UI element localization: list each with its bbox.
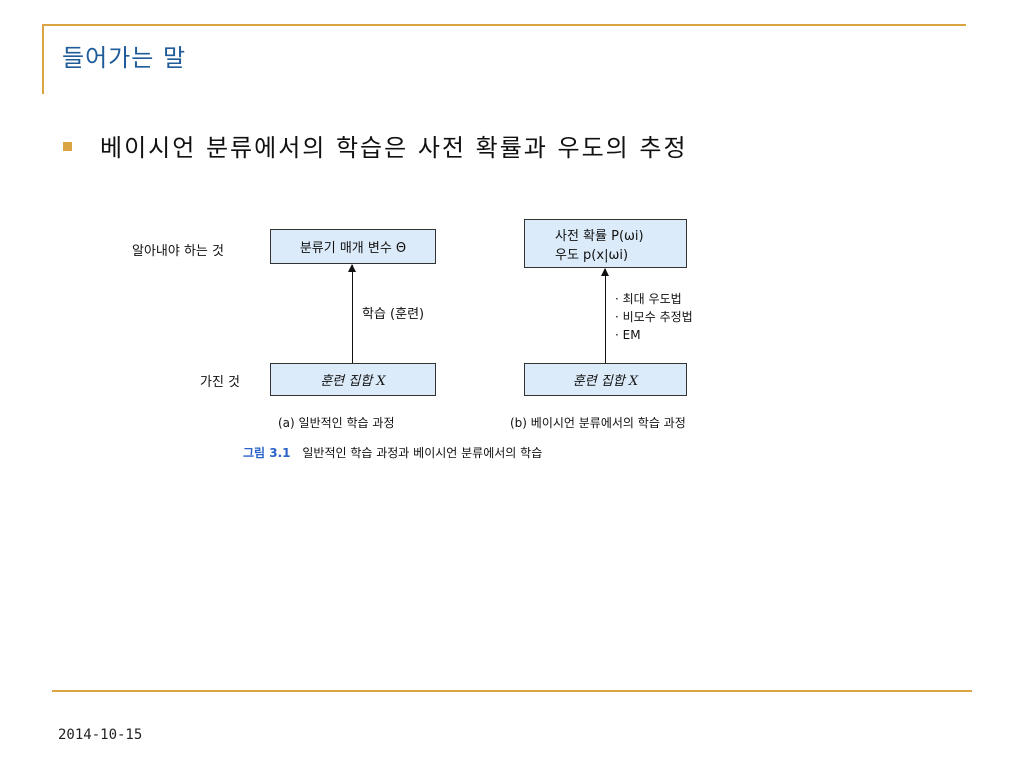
figure-caption: 그림 3.1 일반적인 학습 과정과 베이시언 분류에서의 학습 [243, 444, 542, 461]
estimation-methods-list: 최대 우도법 비모수 추정법 EM [615, 290, 693, 344]
method-item: EM [615, 326, 693, 344]
title-side-bar [42, 24, 44, 94]
right-up-arrow [601, 268, 609, 363]
left-arrow-label: 학습 (훈련) [362, 307, 425, 322]
left-box-top: 분류기 매개 변수 Θ [270, 229, 436, 264]
left-box-bottom-text: 훈련 집합 X [320, 374, 386, 389]
left-up-arrow [348, 264, 356, 363]
title-rule [42, 24, 966, 26]
right-box-top: 사전 확률 P(ωi) 우도 p(x|ωi) [524, 219, 687, 268]
slide-title: 들어가는 말 [62, 44, 187, 72]
left-caption: (a) 일반적인 학습 과정 [278, 416, 395, 430]
bullet-text: 베이시언 분류에서의 학습은 사전 확률과 우도의 추정 [100, 134, 688, 162]
title-frame: 들어가는 말 [42, 24, 966, 94]
left-label-top: 알아내야 하는 것 [132, 244, 224, 259]
method-item: 비모수 추정법 [615, 308, 693, 326]
right-box-top-line2: 우도 p(x|ωi) [555, 247, 629, 263]
bullet-square-icon [63, 142, 72, 151]
figure-number: 그림 3.1 [243, 446, 291, 460]
right-box-bottom-text: 훈련 집합 X [572, 374, 639, 389]
figure-caption-text: 일반적인 학습 과정과 베이시언 분류에서의 학습 [302, 446, 543, 460]
left-box-bottom: 훈련 집합 X [270, 363, 436, 396]
left-label-bottom: 가진 것 [200, 375, 241, 390]
footer-date: 2014-10-15 [58, 727, 143, 743]
footer-rule [52, 690, 972, 692]
right-box-bottom: 훈련 집합 X [524, 363, 687, 396]
right-box-top-line1: 사전 확률 P(ωi) [555, 228, 644, 244]
method-item: 최대 우도법 [615, 290, 693, 308]
right-caption: (b) 베이시언 분류에서의 학습 과정 [510, 416, 686, 430]
